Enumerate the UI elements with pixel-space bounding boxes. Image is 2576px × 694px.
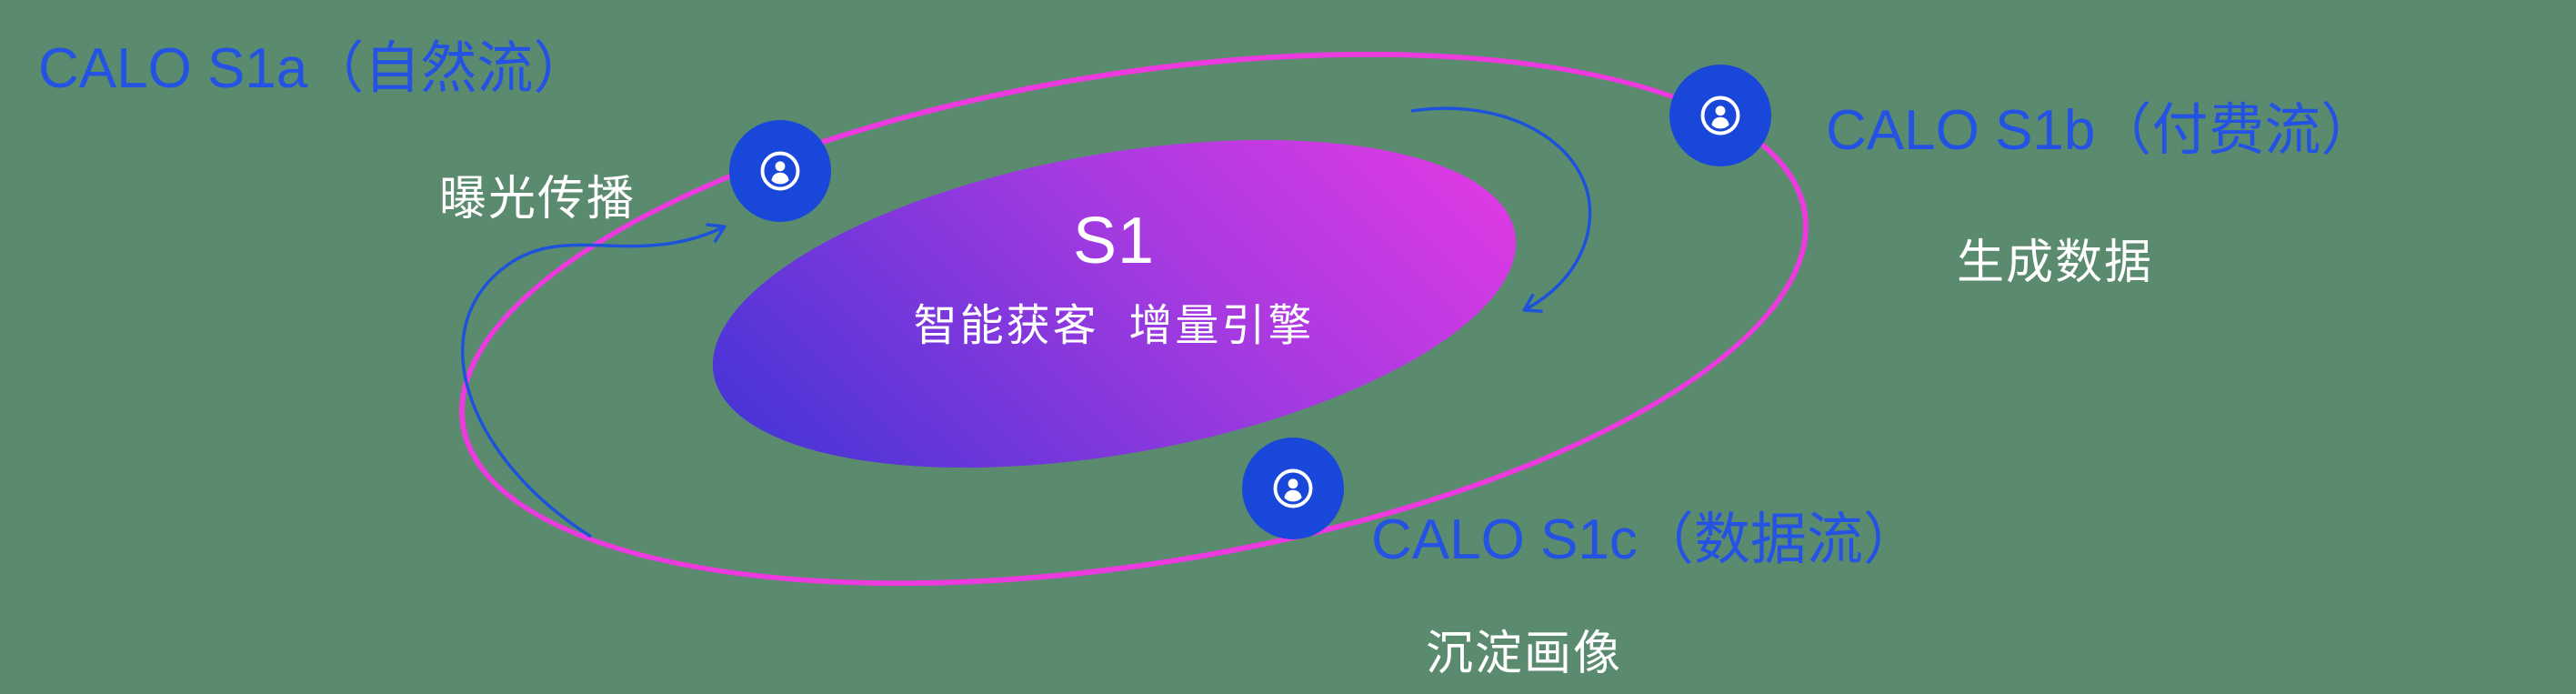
node-s1a-sublabel: 曝光传播	[439, 173, 636, 226]
node-s1c-sublabel: 沉淀画像	[1426, 628, 1623, 680]
user-icon	[1700, 96, 1740, 136]
core-subtitle: 智能获客 增量引擎	[913, 301, 1315, 350]
user-icon	[760, 151, 800, 191]
node-s1a	[729, 120, 831, 222]
node-s1c-label: CALO S1c（数据流）	[1371, 508, 1919, 571]
node-s1b-sublabel: 生成数据	[1957, 236, 2154, 289]
user-icon	[1273, 468, 1313, 508]
node-s1b	[1669, 65, 1771, 166]
node-s1c	[1242, 438, 1344, 539]
core-text: S1 智能获客 增量引擎	[841, 205, 1387, 353]
core-title: S1	[1072, 205, 1156, 277]
node-s1b-label: CALO S1b（付费流）	[1826, 99, 2378, 162]
node-s1a-label: CALO S1a（自然流）	[38, 37, 590, 100]
